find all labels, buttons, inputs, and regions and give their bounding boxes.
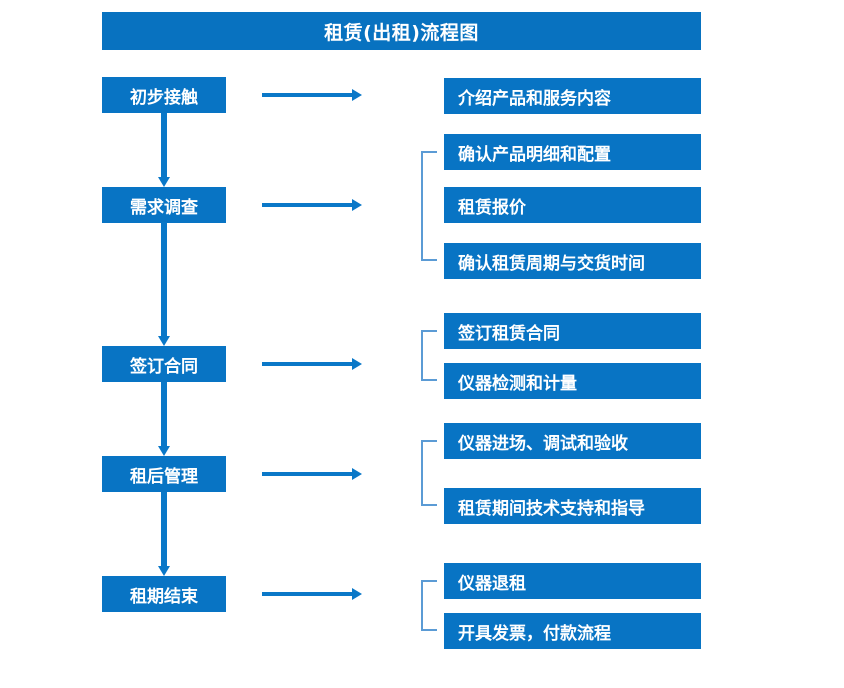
arrow-right-4 [262,468,362,480]
arrow-head [352,468,362,480]
arrow-shaft [262,592,354,596]
arrow-head [158,177,170,187]
arrow-shaft [262,203,354,207]
arrow-shaft [262,472,354,476]
stage-box-initial-contact[interactable]: 初步接触 [102,77,226,113]
arrow-head [352,358,362,370]
detail-box-sign-rental-contract[interactable]: 签订租赁合同 [444,313,701,349]
detail-box-technical-support[interactable]: 租赁期间技术支持和指导 [444,488,701,524]
arrow-head [158,446,170,456]
arrow-head [352,89,362,101]
arrow-right-3 [262,358,362,370]
stage-box-requirement-survey[interactable]: 需求调查 [102,187,226,223]
detail-box-confirm-spec-config[interactable]: 确认产品明细和配置 [444,134,701,170]
page-title: 租赁(出租)流程图 [102,12,701,50]
arrow-shaft [161,492,167,566]
detail-box-rental-quote[interactable]: 租赁报价 [444,187,701,223]
arrow-down-1 [158,113,170,187]
arrow-shaft [262,93,354,97]
arrow-down-3 [158,382,170,456]
arrow-head [158,566,170,576]
arrow-head [158,336,170,346]
bracket-termination [421,580,437,631]
arrow-head [352,199,362,211]
arrow-right-2 [262,199,362,211]
detail-box-introduce-products[interactable]: 介绍产品和服务内容 [444,78,701,114]
detail-box-invoice-payment[interactable]: 开具发票，付款流程 [444,613,701,649]
bracket-requirements [421,151,437,261]
stage-box-sign-contract[interactable]: 签订合同 [102,346,226,382]
arrow-shaft [161,113,167,177]
arrow-right-1 [262,89,362,101]
arrow-down-2 [158,222,170,346]
bracket-postrental [421,440,437,506]
stage-box-rental-end[interactable]: 租期结束 [102,576,226,612]
arrow-down-4 [158,492,170,576]
detail-box-instrument-testing[interactable]: 仪器检测和计量 [444,363,701,399]
detail-box-instrument-return[interactable]: 仪器退租 [444,563,701,599]
detail-box-instrument-onsite[interactable]: 仪器进场、调试和验收 [444,423,701,459]
arrow-shaft [262,362,354,366]
arrow-shaft [161,382,167,446]
detail-box-confirm-period-delivery[interactable]: 确认租赁周期与交货时间 [444,243,701,279]
bracket-contract [421,330,437,381]
arrow-right-5 [262,588,362,600]
arrow-shaft [161,222,167,336]
arrow-head [352,588,362,600]
stage-box-post-rental-mgmt[interactable]: 租后管理 [102,456,226,492]
